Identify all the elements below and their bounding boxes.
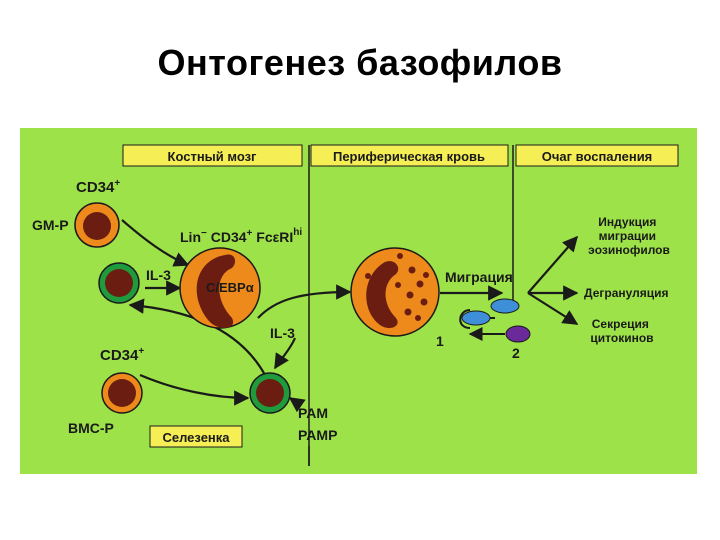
zone-header-spleen xyxy=(149,425,243,448)
green-stem-cell xyxy=(98,262,140,304)
zone-label-spleen: Селезенка xyxy=(162,430,230,445)
arrow-il3-spleen xyxy=(274,337,297,370)
gmp-label: GM-P xyxy=(32,217,69,233)
receptor-number-2: 2 xyxy=(512,345,520,361)
cd34-top-label: CD34+ xyxy=(76,178,120,196)
zone-label-inflammation: Очаг воспаления xyxy=(542,149,653,164)
receptor-blue-top xyxy=(490,298,520,314)
pam-label: PAM xyxy=(298,405,328,421)
gmp-cell xyxy=(74,202,120,248)
zone-header-bone-marrow xyxy=(122,144,303,167)
zone-header-peripheral-blood xyxy=(310,144,509,167)
receptor-blue-bottom xyxy=(461,310,491,326)
mature-basophil xyxy=(350,247,440,337)
arrow-gmp-to-precursor xyxy=(121,219,190,267)
zone-label-peripheral-blood: Периферическая кровь xyxy=(333,149,485,164)
bmcp-label: BMC-P xyxy=(68,420,114,436)
arrow-bmcp-to-spleen-cell xyxy=(139,373,250,406)
il3-top-label: IL-3 xyxy=(146,267,171,283)
slide-title: Онтогенез базофилов xyxy=(157,42,563,83)
cd34-bottom-label: CD34+ xyxy=(100,346,144,364)
bmcp-cell xyxy=(101,372,143,414)
receptor-cup xyxy=(459,309,471,329)
arrow-precursor-to-blood xyxy=(257,284,352,319)
zone-label-bone-marrow: Костный мозг xyxy=(168,149,258,164)
receptor-number-1: 1 xyxy=(436,333,444,349)
outcome-degranulation: Дегрануляция xyxy=(584,286,669,300)
il3-bottom-label: IL-3 xyxy=(270,325,295,341)
zone-header-inflammation xyxy=(515,144,679,167)
outcome-induction: Индукция миграции эозинофилов xyxy=(588,215,670,257)
arrow-to-induction xyxy=(527,235,579,294)
migration-label: Миграция xyxy=(445,269,513,285)
arrow-pam-to-spleen-cell xyxy=(288,397,306,413)
marker-label: Lin− CD34+ FcεRIhi xyxy=(180,227,302,245)
outcome-secretion: Секреция цитокинов xyxy=(590,317,653,345)
receptor-purple xyxy=(505,325,531,343)
arrow-to-secretion xyxy=(527,292,579,325)
cebp-label: C/EBPα xyxy=(206,280,254,295)
pamp-label: PAMP xyxy=(298,427,337,443)
precursor-cell xyxy=(179,247,261,329)
spleen-cell xyxy=(249,372,291,414)
